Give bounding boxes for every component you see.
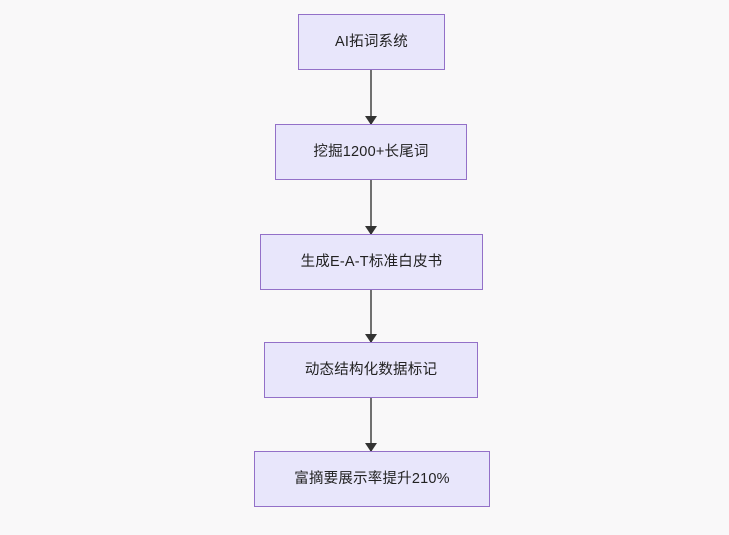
flow-node-ai-keyword-system[interactable]: AI拓词系统 (298, 14, 445, 70)
arrowhead-icon (365, 226, 377, 235)
flow-node-structured-data-markup[interactable]: 动态结构化数据标记 (264, 342, 478, 398)
flow-node-eat-whitepaper[interactable]: 生成E-A-T标准白皮书 (260, 234, 483, 290)
arrowhead-icon (365, 334, 377, 343)
flow-edge-n4-n5 (365, 398, 377, 452)
flow-node-rich-snippet-result[interactable]: 富摘要展示率提升210% (254, 451, 490, 507)
flow-node-label: 生成E-A-T标准白皮书 (300, 253, 443, 270)
flow-node-label: AI拓词系统 (335, 33, 408, 50)
flow-node-label: 挖掘1200+长尾词 (313, 143, 429, 160)
flow-node-longtail-keywords[interactable]: 挖掘1200+长尾词 (275, 124, 467, 180)
flow-edge-n3-n4 (365, 290, 377, 343)
flow-node-label: 动态结构化数据标记 (304, 361, 438, 378)
flow-node-label: 富摘要展示率提升210% (294, 470, 450, 487)
flow-edge-n2-n3 (365, 180, 377, 235)
arrowhead-icon (365, 443, 377, 452)
arrowhead-icon (365, 116, 377, 125)
flow-edge-n1-n2 (365, 70, 377, 125)
